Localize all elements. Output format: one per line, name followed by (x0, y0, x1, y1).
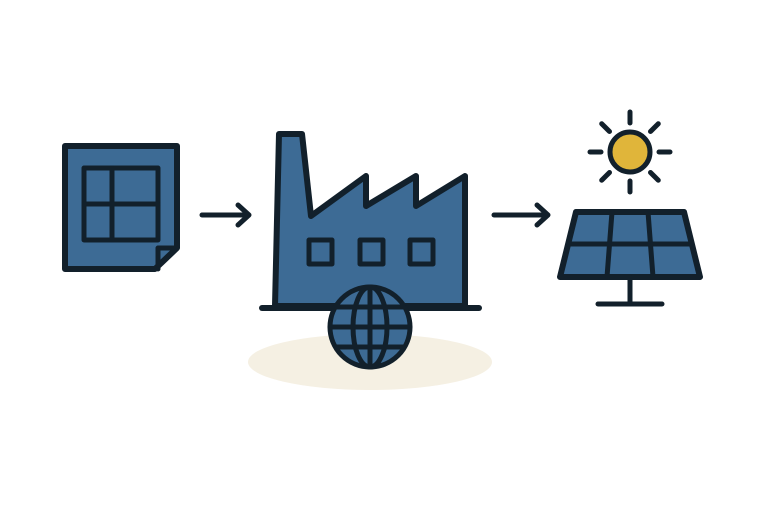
factory-window (306, 237, 335, 267)
factory-icon (259, 131, 482, 311)
sun-ray (648, 170, 661, 183)
factory-window (407, 237, 436, 267)
arrow-right-icon (491, 202, 551, 228)
solar-panel-icon (557, 209, 703, 307)
globe-icon (327, 284, 413, 370)
arrow-right-icon (199, 202, 252, 228)
sun-ray (599, 121, 612, 134)
blueprint-document-icon (62, 143, 180, 272)
factory-window (357, 237, 386, 267)
sun-ray (599, 170, 612, 183)
sun-ray (648, 121, 661, 134)
sun-icon (587, 109, 673, 195)
